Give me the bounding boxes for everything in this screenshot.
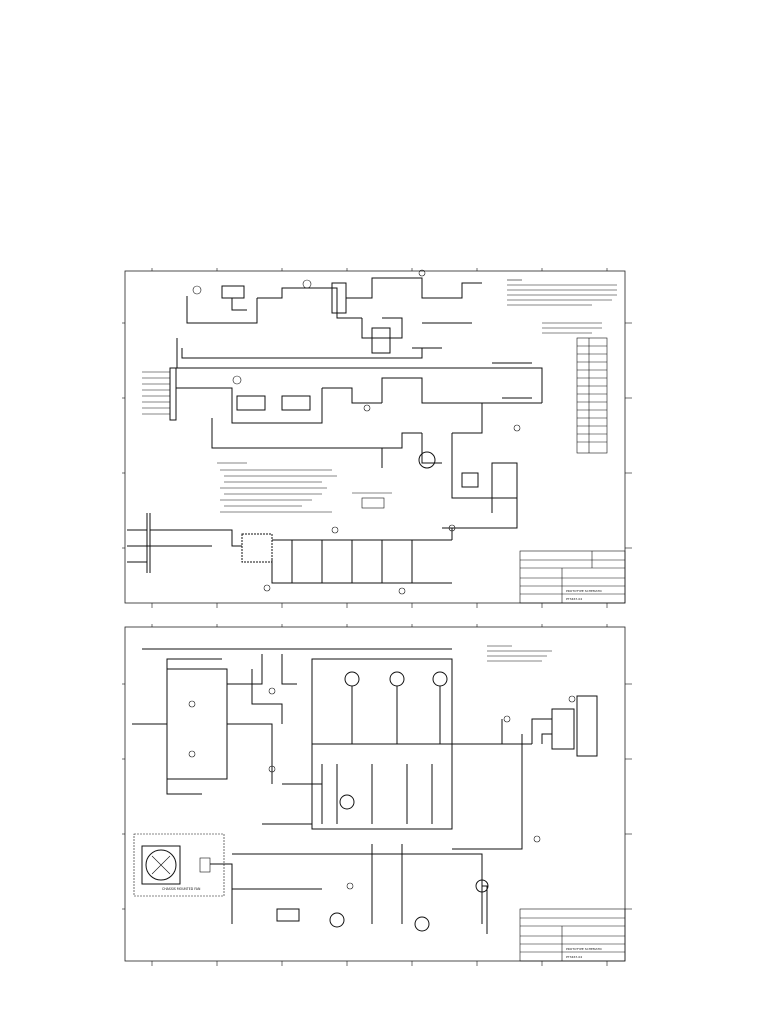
middle-stage-wiring [176, 377, 542, 529]
schematic-sheet-2: CHASSIS MOUNTED FAN PROTOTYPE SCHEMATIC … [122, 624, 632, 966]
output-stage-wiring [262, 658, 532, 830]
drawing-border [124, 270, 626, 604]
drawing-number: PT3467-04 [566, 597, 582, 601]
input-stage-wiring [176, 277, 543, 378]
border-ticks [122, 624, 632, 966]
lower-control-wiring [210, 734, 523, 934]
drawing-name: PROTOTYPE SCHEMATIC [566, 947, 602, 951]
drawing-name: PROTOTYPE SCHEMATIC [566, 589, 602, 593]
drawing-border [124, 626, 626, 962]
notes-block [217, 462, 392, 513]
title-block: PROTOTYPE SCHEMATIC PT3467-04 [519, 550, 626, 604]
amplifier-wiring [132, 648, 452, 795]
drawing-number: PT3467-04 [566, 955, 582, 959]
border-ticks [122, 268, 632, 608]
power-supply-wiring [127, 513, 453, 584]
component-markers [192, 269, 521, 595]
notes-block [487, 645, 552, 662]
output-lines [492, 362, 543, 403]
input-connector [142, 367, 177, 421]
output-connector [531, 695, 598, 757]
schematic-diagram-2: CHASSIS MOUNTED FAN PROTOTYPE SCHEMATIC … [122, 624, 632, 966]
fan-caption: CHASSIS MOUNTED FAN [162, 887, 201, 891]
fan-icon [145, 849, 177, 881]
title-block: PROTOTYPE SCHEMATIC PT3467-04 [519, 908, 626, 962]
pin-table [576, 337, 608, 454]
schematic-diagram-1: PROTOTYPE SCHEMATIC PT3467-04 [122, 268, 632, 608]
warning-block [507, 279, 617, 334]
fan-assembly: CHASSIS MOUNTED FAN [133, 833, 225, 897]
component-markers [188, 687, 576, 890]
schematic-sheet-1: PROTOTYPE SCHEMATIC PT3467-04 [122, 268, 632, 608]
